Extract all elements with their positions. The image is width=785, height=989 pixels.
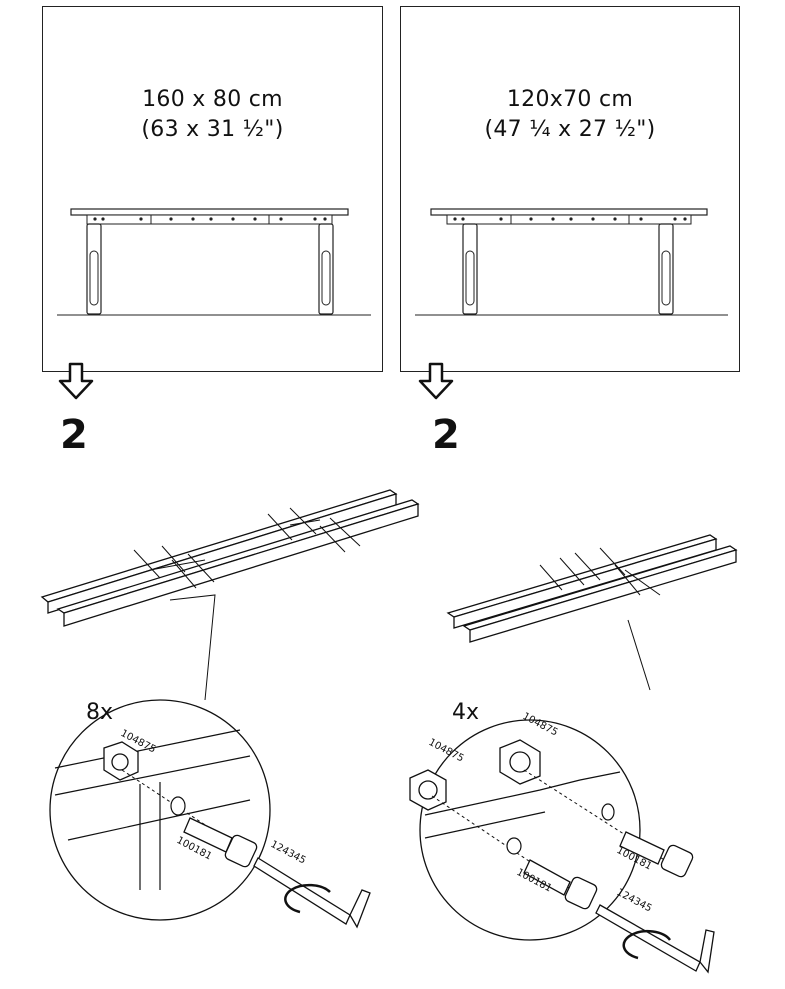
desk-illustration [57, 208, 371, 316]
bolt-icon [523, 831, 694, 910]
quantity-label: 8x [86, 700, 114, 725]
panel-size-metric: 120x70 cm [506, 87, 634, 112]
option-panel-large: 160 x 80 cm (63 x 31 ½") [42, 6, 383, 372]
part-number-key: 124345 [269, 839, 308, 867]
bolt-icon [183, 817, 258, 868]
rotate-arrow-icon [622, 929, 672, 960]
next-step-number: 2 [432, 412, 460, 458]
panel-size-metric: 160 x 80 cm [142, 87, 283, 112]
next-step-number: 2 [60, 412, 88, 458]
option-panel-small: 120x70 cm (47 ¼ x 27 ½") [400, 6, 740, 372]
frame-rail-long [40, 489, 420, 627]
panel-size-imperial: (47 ¼ x 27 ½") [484, 117, 656, 142]
desk-illustration [415, 208, 728, 316]
screw-icon [133, 507, 361, 589]
part-number-key: 124345 [615, 887, 654, 915]
hex-key-icon [253, 857, 371, 929]
screw-icon [539, 547, 661, 596]
rotate-arrow-icon [284, 883, 331, 914]
frame-rail-short [446, 534, 738, 643]
nut-icon [409, 739, 541, 811]
panel-size-imperial: (63 x 31 ½") [141, 117, 284, 142]
hex-key-icon [595, 904, 715, 974]
nut-icon [103, 741, 139, 781]
quantity-label: 4x [452, 700, 480, 725]
